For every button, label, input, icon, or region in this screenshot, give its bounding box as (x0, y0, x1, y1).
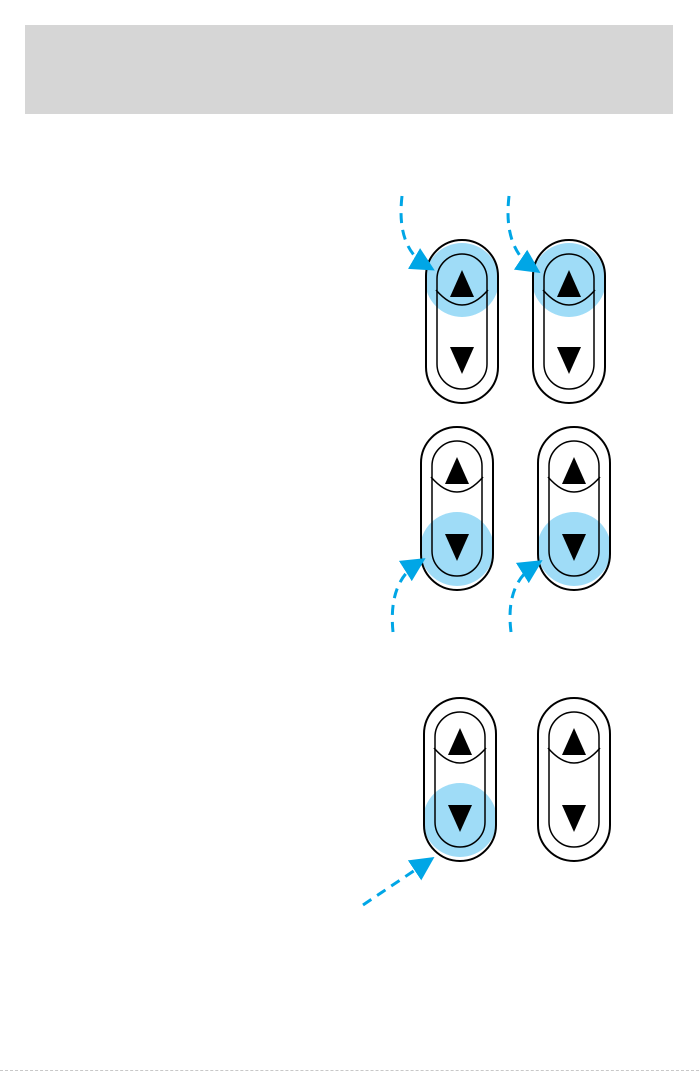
switch-group-top-group (425, 240, 606, 403)
window-switch-right (532, 240, 606, 403)
dashed-callout-arrow-icon (363, 862, 427, 905)
switch-group-middle-group (420, 427, 611, 590)
dashed-callout-arrow-icon (401, 196, 427, 266)
triangle-up-icon (445, 457, 469, 484)
dashed-callout-arrow-icon (508, 196, 533, 268)
triangle-down-icon (450, 347, 474, 374)
triangle-down-icon (562, 805, 586, 832)
page-bottom-rule (0, 1070, 699, 1071)
triangle-up-icon (562, 728, 586, 755)
switch-group-bottom-group (423, 698, 610, 861)
dashed-callout-arrow-icon (392, 563, 418, 632)
window-switch-left (420, 427, 494, 590)
window-switch-left (423, 698, 497, 861)
window-switch-right (538, 698, 610, 861)
triangle-up-icon (562, 457, 586, 484)
triangle-up-icon (448, 728, 472, 755)
triangle-down-icon (557, 347, 581, 374)
window-switch-right (537, 427, 611, 590)
window-switch-left (425, 240, 499, 403)
dashed-callout-arrow-icon (510, 565, 535, 632)
